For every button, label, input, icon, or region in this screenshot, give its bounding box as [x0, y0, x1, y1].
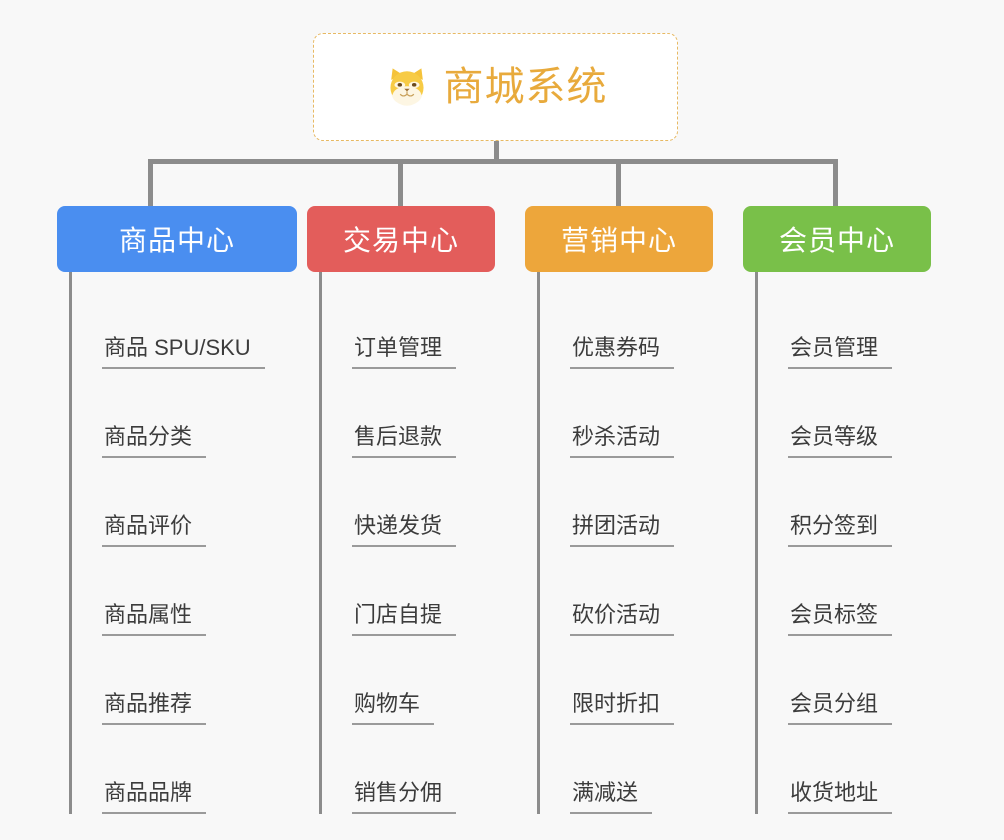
connector-drop-product-center [148, 159, 153, 208]
leaf-label: 会员等级 [788, 423, 893, 458]
branch-column-product-center: 商品中心 商品 SPU/SKU 商品分类 商品评价 商品属性 商品推荐 商品品牌 [57, 206, 297, 814]
branch-header-trade-center[interactable]: 交易中心 [307, 206, 495, 272]
list-item[interactable]: 订单管理 [322, 280, 547, 369]
leaf-label: 满减送 [570, 779, 653, 814]
leaf-label: 限时折扣 [570, 690, 675, 725]
list-item[interactable]: 商品 SPU/SKU [72, 280, 297, 369]
leaf-label: 商品品牌 [102, 779, 207, 814]
leaf-label: 售后退款 [352, 423, 457, 458]
leaf-label: 会员分组 [788, 690, 893, 725]
leaf-label: 商品分类 [102, 423, 207, 458]
list-item[interactable]: 会员等级 [758, 369, 983, 458]
leaf-label: 优惠券码 [570, 334, 675, 369]
list-item[interactable]: 会员标签 [758, 547, 983, 636]
root-title: 商城系统 [443, 65, 608, 109]
list-item[interactable]: 优惠券码 [540, 280, 765, 369]
list-item[interactable]: 门店自提 [322, 547, 547, 636]
connector-drop-marketing-center [616, 159, 621, 208]
branch-label-marketing-center: 营销中心 [560, 225, 677, 256]
leaf-list-product-center: 商品 SPU/SKU 商品分类 商品评价 商品属性 商品推荐 商品品牌 [69, 272, 297, 814]
leaf-label: 商品评价 [102, 512, 207, 547]
list-item[interactable]: 购物车 [322, 636, 547, 725]
list-item[interactable]: 销售分佣 [322, 725, 547, 814]
connector-drop-trade-center [398, 159, 403, 208]
leaf-label: 销售分佣 [352, 779, 457, 814]
leaf-label: 秒杀活动 [570, 423, 675, 458]
list-item[interactable]: 拼团活动 [540, 458, 765, 547]
branch-label-trade-center: 交易中心 [342, 225, 459, 256]
list-item[interactable]: 砍价活动 [540, 547, 765, 636]
leaf-label: 商品推荐 [102, 690, 207, 725]
branch-header-member-center[interactable]: 会员中心 [743, 206, 931, 272]
list-item[interactable]: 商品分类 [72, 369, 297, 458]
branch-header-product-center[interactable]: 商品中心 [57, 206, 297, 272]
list-item[interactable]: 商品评价 [72, 458, 297, 547]
list-item[interactable]: 快递发货 [322, 458, 547, 547]
connector-stem [494, 141, 499, 163]
branch-label-product-center: 商品中心 [118, 225, 235, 256]
list-item[interactable]: 秒杀活动 [540, 369, 765, 458]
leaf-label: 门店自提 [352, 601, 457, 636]
leaf-label: 商品属性 [102, 601, 207, 636]
leaf-label: 快递发货 [352, 512, 457, 547]
leaf-label: 砍价活动 [570, 601, 675, 636]
list-item[interactable]: 会员分组 [758, 636, 983, 725]
connector-drop-member-center [833, 159, 838, 208]
leaf-label: 收货地址 [788, 779, 893, 814]
list-item[interactable]: 商品品牌 [72, 725, 297, 814]
branch-column-marketing-center: 营销中心 优惠券码 秒杀活动 拼团活动 砍价活动 限时折扣 满减送 [525, 206, 765, 814]
list-item[interactable]: 售后退款 [322, 369, 547, 458]
leaf-list-marketing-center: 优惠券码 秒杀活动 拼团活动 砍价活动 限时折扣 满减送 [537, 272, 765, 814]
branch-column-member-center: 会员中心 会员管理 会员等级 积分签到 会员标签 会员分组 收货地址 [743, 206, 983, 814]
list-item[interactable]: 商品属性 [72, 547, 297, 636]
leaf-label: 会员标签 [788, 601, 893, 636]
shiba-dog-face-icon [389, 68, 424, 106]
leaf-label: 会员管理 [788, 334, 893, 369]
list-item[interactable]: 收货地址 [758, 725, 983, 814]
list-item[interactable]: 会员管理 [758, 280, 983, 369]
leaf-label: 拼团活动 [570, 512, 675, 547]
branch-header-marketing-center[interactable]: 营销中心 [525, 206, 713, 272]
leaf-label: 订单管理 [352, 334, 457, 369]
leaf-list-trade-center: 订单管理 售后退款 快递发货 门店自提 购物车 销售分佣 [319, 272, 547, 814]
leaf-label: 积分签到 [788, 512, 893, 547]
leaf-label: 购物车 [352, 690, 435, 725]
connector-bus [148, 159, 838, 164]
branch-label-member-center: 会员中心 [778, 225, 895, 256]
leaf-label: 商品 SPU/SKU [102, 334, 265, 369]
list-item[interactable]: 积分签到 [758, 458, 983, 547]
list-item[interactable]: 限时折扣 [540, 636, 765, 725]
list-item[interactable]: 商品推荐 [72, 636, 297, 725]
leaf-list-member-center: 会员管理 会员等级 积分签到 会员标签 会员分组 收货地址 [755, 272, 983, 814]
branch-column-trade-center: 交易中心 订单管理 售后退款 快递发货 门店自提 购物车 销售分佣 [307, 206, 547, 814]
root-node[interactable]: 商城系统 [313, 33, 678, 141]
list-item[interactable]: 满减送 [540, 725, 765, 814]
